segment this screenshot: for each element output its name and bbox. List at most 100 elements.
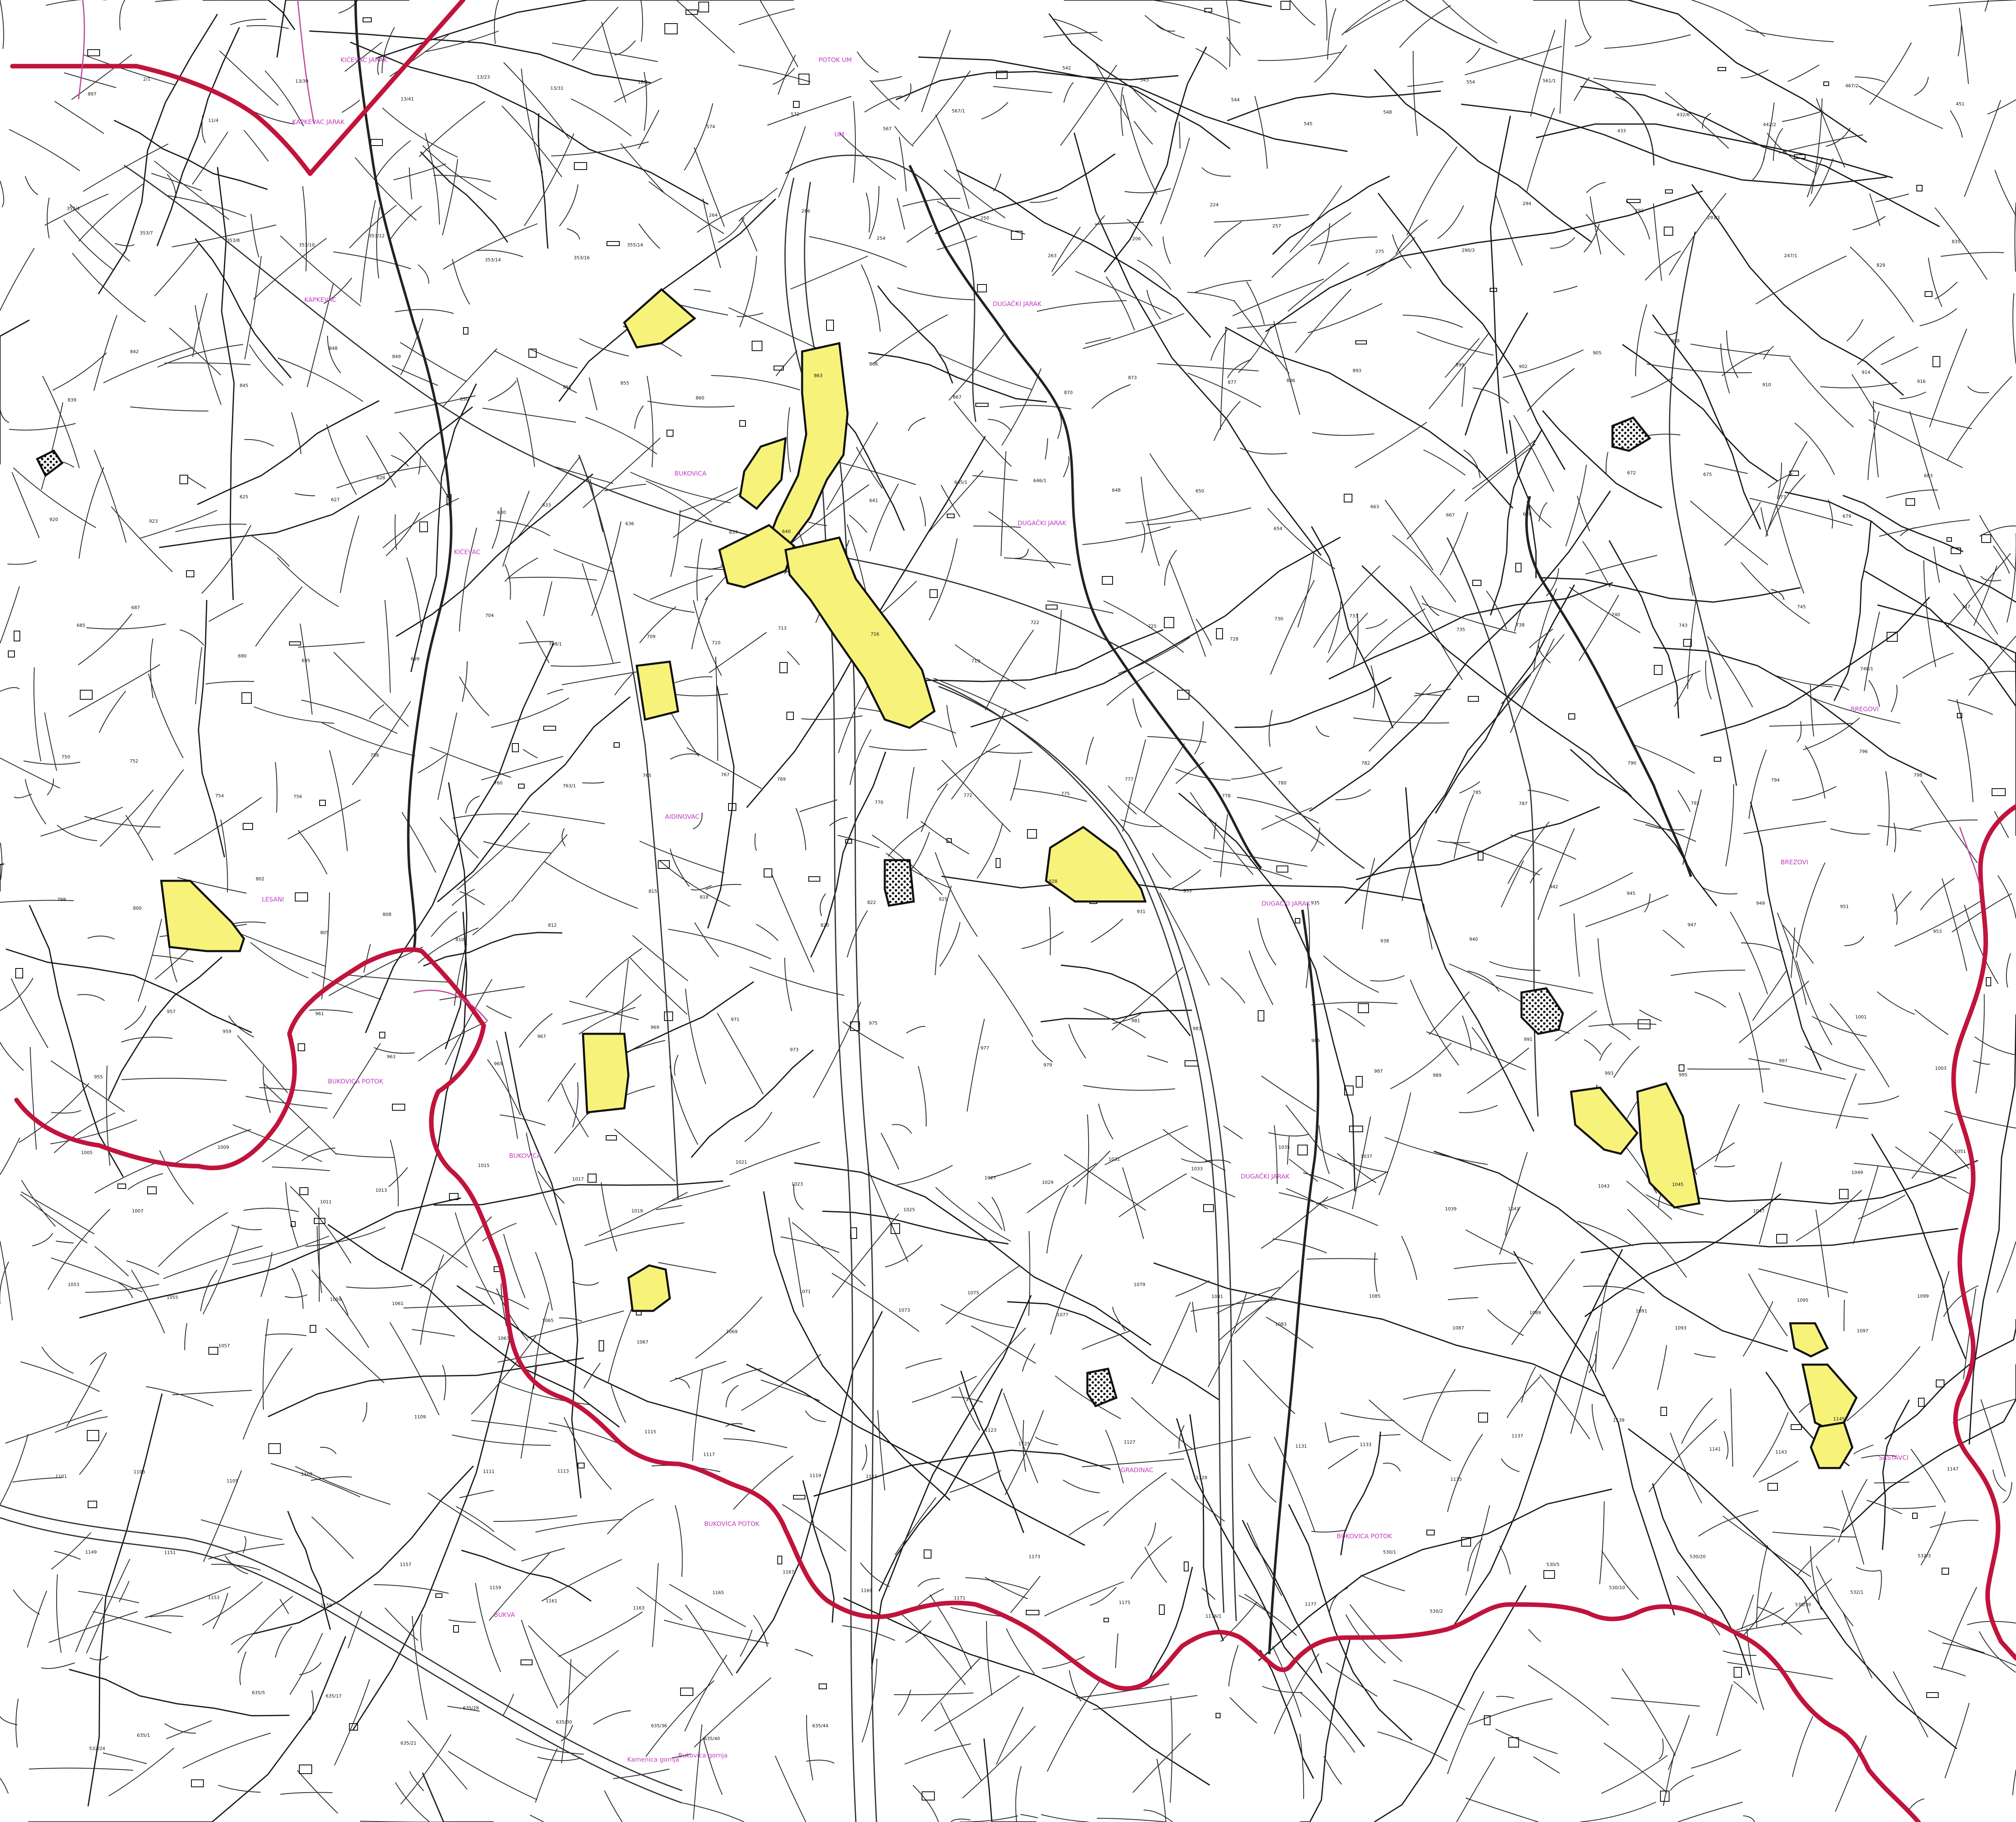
parcel-subdivision-line	[249, 344, 284, 386]
parcel-subdivision-line	[1248, 1463, 1277, 1503]
parcel-subdivision-line	[1459, 1105, 1498, 1113]
parcel-subdivision-line	[57, 825, 98, 841]
parcel-subdivision-line	[1615, 670, 1701, 709]
parcel-subdivision-line	[108, 1748, 174, 1796]
parcel-number: 1033	[1191, 1166, 1203, 1172]
parcel-subdivision-line	[788, 1217, 804, 1308]
parcel-subdivision-line	[832, 1213, 899, 1298]
parcel-subdivision-line	[0, 1042, 24, 1071]
parcel-number: 1097	[1857, 1328, 1868, 1334]
parcel-subdivision-line	[829, 817, 848, 826]
parcel-number: 1175	[1119, 1600, 1130, 1605]
parcel-subdivision-line	[1584, 223, 1600, 253]
parcel-subdivision-line	[1745, 29, 1834, 42]
parcel-subdivision-line	[1631, 377, 1674, 398]
parcel-subdivision-line	[327, 335, 341, 373]
parcel-subdivision-line	[174, 797, 262, 855]
parcel-subdivision-line	[277, 358, 363, 402]
parcel-subdivision-line	[918, 1066, 927, 1127]
place-name: BUKOVICA POTOK	[328, 1078, 384, 1085]
building-outline	[977, 284, 987, 292]
parcel-subdivision-line	[1103, 600, 1184, 653]
parcel-number: 961	[315, 1011, 324, 1016]
parcel-subdivision-line	[1108, 785, 1137, 815]
parcel-subdivision-line	[1106, 671, 1155, 706]
parcel-subdivision-line	[1810, 684, 1814, 737]
parcel-number: 1151	[164, 1550, 176, 1555]
parcel-subdivision-line	[1111, 967, 1183, 1031]
parcel-number: 725	[1148, 624, 1157, 629]
parcel-subdivision-line	[940, 1304, 1015, 1328]
place-name: LESANI	[262, 896, 284, 903]
parcel-subdivision-line	[1464, 444, 1536, 502]
parcel-subdivision-line	[373, 1584, 449, 1594]
parcel-number: 532/3	[1918, 1553, 1931, 1559]
parcel-subdivision-line	[1997, 1241, 2016, 1293]
building-outline	[528, 349, 537, 358]
parcel-subdivision-line	[1853, 1165, 1879, 1244]
parcel-subdivision-line	[138, 918, 162, 1002]
parcel-subdivision-line	[1423, 903, 1433, 950]
parcel-subdivision-line	[1538, 645, 1551, 663]
parcel-subdivision-line	[905, 1620, 932, 1643]
parcel-subdivision-line	[1933, 1666, 1966, 1676]
parcel-subdivision-line	[483, 841, 552, 854]
parcel-number: 740	[1612, 612, 1620, 617]
place-name: KIĆEVAC	[454, 548, 480, 556]
parcel-number: 778	[1222, 793, 1231, 799]
parcel-subdivision-line	[1756, 1545, 1768, 1628]
parcel-number: 1149	[85, 1549, 97, 1555]
parcel-number: 13/31	[550, 86, 564, 91]
parcel-boundary-line	[1377, 193, 1566, 470]
parcel-subdivision-line	[589, 377, 597, 411]
parcel-number: 800	[133, 906, 142, 911]
parcel-subdivision-line	[1593, 78, 1656, 86]
parcel-subdivision-line	[895, 1497, 936, 1555]
parcel-subdivision-line	[1003, 557, 1071, 565]
parcel-subdivision-line	[1835, 1735, 1867, 1812]
building-outline	[1295, 918, 1300, 923]
parcel-subdivision-line	[494, 0, 499, 44]
parcel-subdivision-line	[647, 401, 735, 408]
parcel-subdivision-line	[344, 974, 450, 983]
building-outline	[947, 514, 955, 518]
parcel-subdivision-line	[694, 1677, 772, 1748]
parcel-boundary-line	[1153, 1262, 1605, 1397]
highlighted-parcel	[582, 1033, 630, 1114]
parcel-subdivision-line	[1499, 1206, 1521, 1255]
parcel-subdivision-line	[0, 180, 4, 208]
parcel-subdivision-line	[66, 1353, 107, 1427]
parcel-subdivision-line	[1221, 977, 1245, 1004]
parcel-subdivision-line	[1227, 359, 1252, 378]
parcel-subdivision-line	[1869, 193, 1880, 226]
parcel-subdivision-line	[685, 1604, 733, 1676]
building-outline	[191, 1779, 204, 1787]
parcel-subdivision-line	[1599, 1043, 1612, 1061]
parcel-subdivision-line	[1447, 1691, 1484, 1774]
parcel-subdivision-line	[1299, 1734, 1304, 1799]
parcel-subdivision-line	[1201, 167, 1231, 177]
parcel-subdivision-line	[912, 70, 971, 145]
parcel-boundary-line	[1842, 495, 1963, 552]
parcel-boundary-line	[1234, 677, 1392, 728]
parcel-subdivision-line	[279, 1599, 289, 1614]
parcel-subdivision-line	[1082, 526, 1171, 545]
parcel-subdivision-line	[1064, 1154, 1146, 1211]
parcel-subdivision-line	[1627, 1209, 1687, 1278]
parcel-subdivision-line	[1445, 338, 1480, 378]
parcel-boundary-line	[396, 473, 593, 637]
parcel-boundary-line	[1533, 0, 1867, 143]
building-outline	[298, 1043, 305, 1051]
parcel-subdivision-line	[1421, 595, 1440, 616]
building-outline	[1918, 1398, 1925, 1407]
parcel-subdivision-line	[721, 1368, 763, 1384]
parcel-subdivision-line	[906, 225, 933, 243]
parcel-subdivision-line	[33, 667, 41, 762]
parcel-subdivision-line	[1979, 1631, 2016, 1673]
parcel-subdivision-line	[340, 515, 359, 593]
parcel-subdivision-line	[953, 401, 1012, 467]
parcel-subdivision-line	[1645, 824, 1685, 830]
parcel-subdivision-line	[86, 624, 166, 629]
parcel-subdivision-line	[336, 1153, 395, 1158]
parcel-subdivision-line	[937, 744, 1001, 791]
